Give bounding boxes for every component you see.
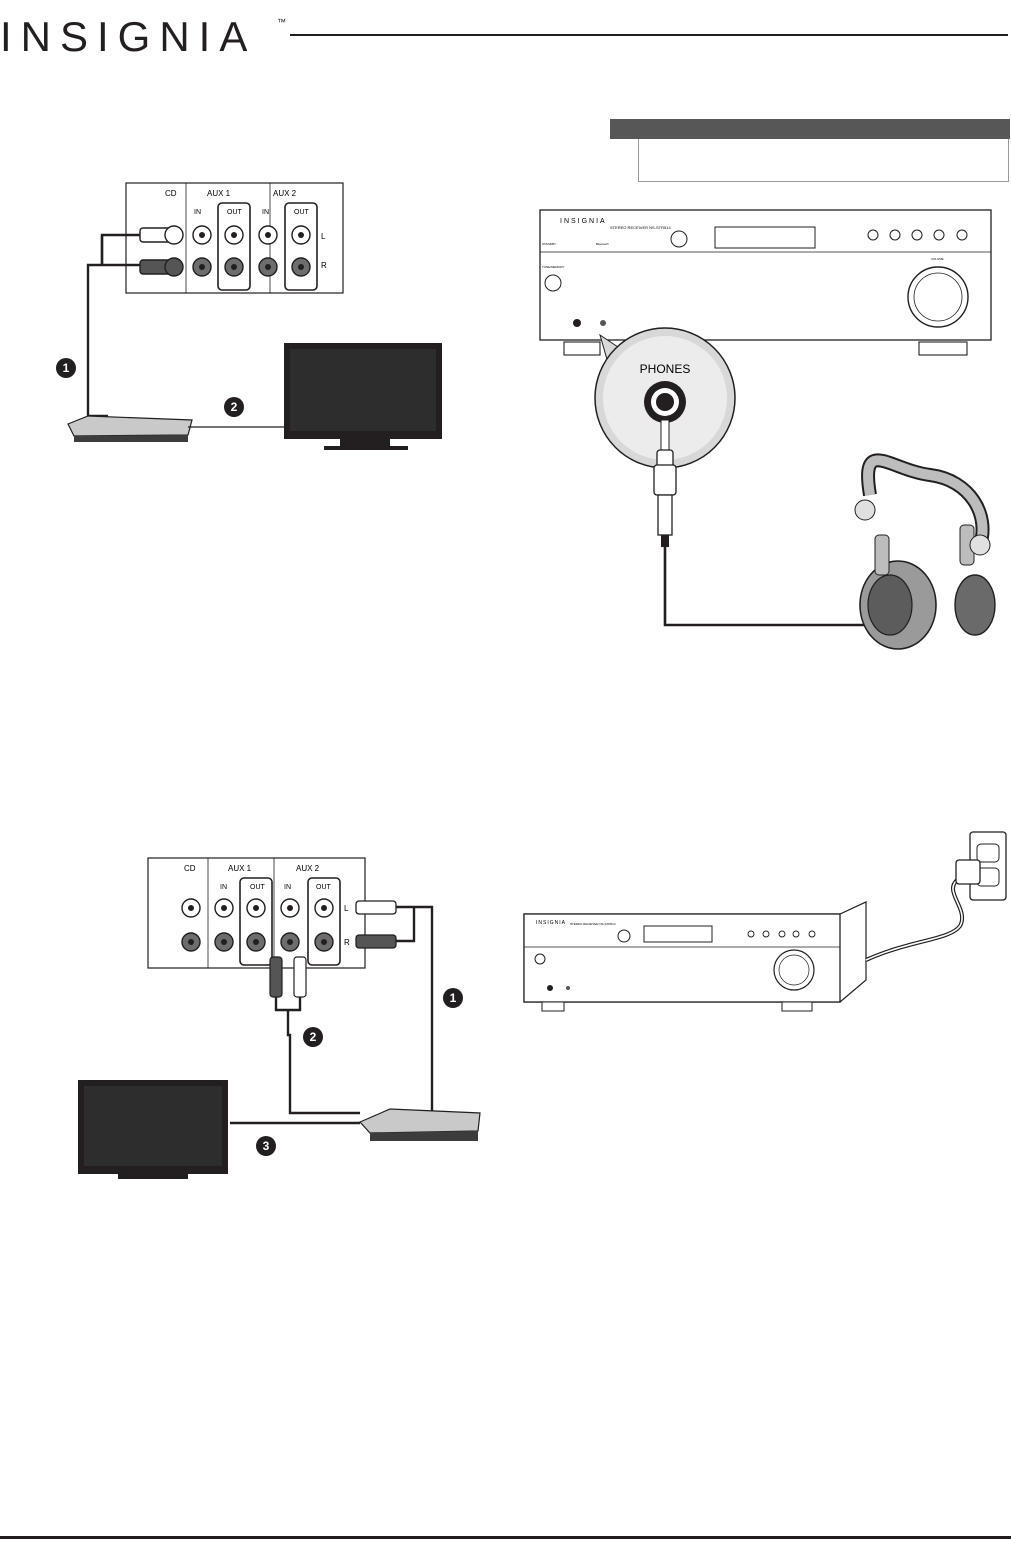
jack-label-out-2: OUT [294,209,310,216]
zoom-label-phones: PHONES [640,362,691,376]
panel-label-cd: CD [165,189,177,198]
diagram-aux-tv-top: CD AUX 1 AUX 2 IN OUT IN OUT L R 1 2 [56,182,442,450]
jack-label-in-1b: IN [220,884,227,891]
label-bluetooth: Bluetooth [596,242,609,246]
trademark-mark: ™ [277,17,286,27]
jack-label-in-2b: IN [284,884,291,891]
note-box [638,139,1009,182]
label-standby: STANDBY [542,242,556,246]
callout-1b-label: 1 [450,991,457,1005]
panel-label-aux1: AUX 1 [207,189,231,198]
brand-logo: INSIGNIA [0,13,257,60]
panel-label-aux2: AUX 2 [273,189,297,198]
callout-1b [443,988,463,1008]
callout-2 [224,397,244,417]
callout-1-label: 1 [63,361,70,375]
note-header-bar [610,119,1010,139]
label-tune-memory: TUNE/MEMORY [542,265,564,269]
callout-2-label: 2 [231,400,238,414]
callout-2b-label: 2 [310,1030,317,1044]
jack-label-in-1: IN [194,209,201,216]
receiver-model: STEREO RECEIVER NS-STR514 [610,225,671,230]
channel-label-r-2: R [344,938,350,947]
media-player [67,415,193,437]
callout-1 [56,358,76,378]
diagram-power: INSIGNIA STEREO RECEIVER NS-STR514 [523,831,1007,1012]
footer-rule [0,1536,1011,1539]
channel-label-l-2: L [344,904,349,913]
panel-label-aux2-2: AUX 2 [296,864,320,873]
callout-3b-label: 3 [263,1139,270,1153]
callout-3b [256,1136,276,1156]
receiver-model-2: STEREO RECEIVER NS-STR514 [570,922,616,926]
jack-label-out-1b: OUT [250,884,266,891]
header-rule [290,34,1008,36]
diagram-headphones: INSIGNIA STEREO RECEIVER NS-STR514 STAND… [539,209,996,650]
jack-label-out-2b: OUT [316,884,332,891]
receiver-brand-2: INSIGNIA [536,920,566,926]
media-player-2 [358,1108,481,1134]
channel-label-l: L [321,232,326,241]
display-window [714,226,816,249]
jack-label-out-1: OUT [227,209,243,216]
channel-label-r: R [321,261,327,270]
panel-label-cd-2: CD [184,864,196,873]
label-volume: VOLUME [931,257,944,261]
panel-label-aux1-2: AUX 1 [228,864,252,873]
diagram-aux-tv-bottom: CD AUX 1 AUX 2 IN OUT IN OUT L R 1 2 3 [78,857,481,1179]
jack-label-in-2: IN [262,209,269,216]
callout-2b [303,1027,323,1047]
power-plug [955,859,981,885]
headphones [854,453,996,650]
receiver-brand: INSIGNIA [560,218,607,225]
